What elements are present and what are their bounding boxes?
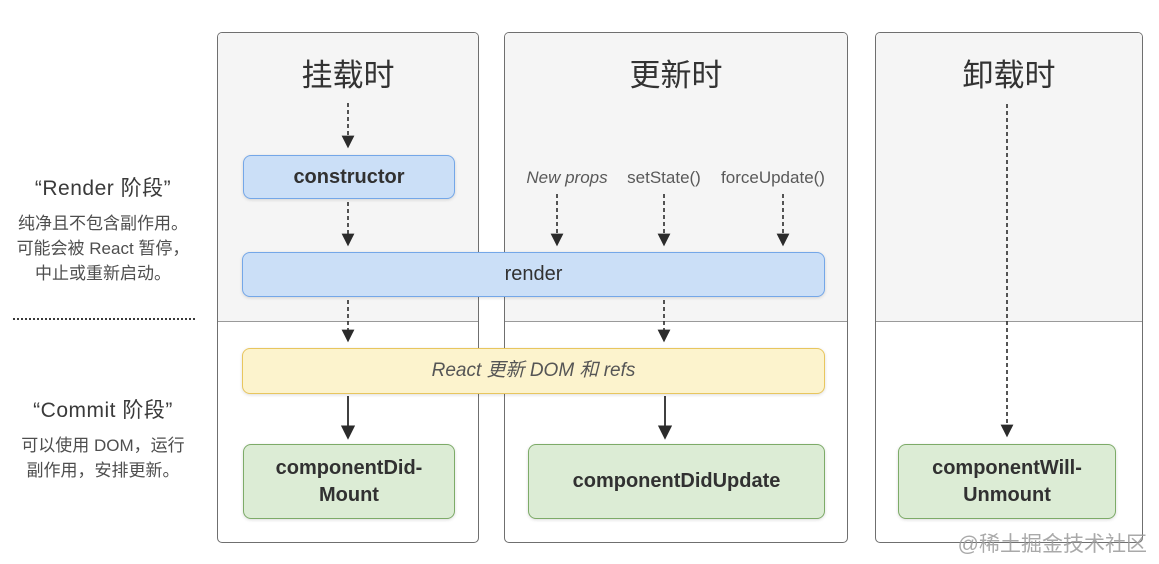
commit-phase-note: “Commit 阶段” 可以使用 DOM，运行 副作用，安排更新。 bbox=[0, 394, 206, 483]
trigger-setstate-label: setState() bbox=[627, 168, 701, 187]
component-will-unmount-label-line2: Unmount bbox=[963, 483, 1051, 506]
render-phase-description: 纯净且不包含副作用。 可能会被 React 暂停， 中止或重新启动。 bbox=[0, 211, 206, 286]
panel-unmounting: 卸载时 bbox=[875, 32, 1143, 543]
panel-updating-title: 更新时 bbox=[629, 58, 723, 93]
render-phase-title: “Render 阶段” bbox=[34, 177, 172, 200]
trigger-forceupdate-label: forceUpdate() bbox=[721, 168, 825, 187]
constructor-label: constructor bbox=[293, 165, 405, 188]
component-will-unmount-box: componentWill- Unmount bbox=[898, 444, 1116, 519]
render-phase-note: “Render 阶段” 纯净且不包含副作用。 可能会被 React 暂停， 中止… bbox=[0, 172, 206, 286]
panel-mounting-title: 挂载时 bbox=[301, 58, 395, 93]
commit-phase-description: 可以使用 DOM，运行 副作用，安排更新。 bbox=[0, 433, 206, 483]
juejin-watermark: @稀土掘金技术社区 bbox=[957, 533, 1147, 556]
react-updates-dom-label: React 更新 DOM 和 refs bbox=[431, 360, 636, 382]
constructor-box: constructor bbox=[243, 155, 455, 199]
render-phase-desc-line1: 纯净且不包含副作用。 bbox=[18, 214, 188, 233]
render-box: render bbox=[242, 252, 825, 297]
component-did-mount-label-line2: Mount bbox=[319, 483, 379, 506]
panel-unmounting-render-phase-area: 卸载时 bbox=[876, 33, 1142, 322]
phase-divider-dotted-line bbox=[13, 318, 195, 320]
component-did-update-box: componentDidUpdate bbox=[528, 444, 825, 519]
component-did-update-label: componentDidUpdate bbox=[572, 470, 781, 493]
commit-phase-desc-line2: 副作用，安排更新。 bbox=[26, 461, 180, 480]
react-updates-dom-box: React 更新 DOM 和 refs bbox=[242, 348, 825, 394]
render-phase-desc-line3: 中止或重新启动。 bbox=[35, 264, 171, 283]
trigger-new-props-label: New props bbox=[526, 168, 608, 187]
panel-unmounting-title: 卸载时 bbox=[962, 58, 1056, 93]
component-did-mount-box: componentDid- Mount bbox=[243, 444, 455, 519]
render-phase-desc-line2: 可能会被 React 暂停， bbox=[16, 239, 190, 258]
commit-phase-desc-line1: 可以使用 DOM，运行 bbox=[21, 436, 185, 455]
component-did-mount-label-line1: componentDid- bbox=[275, 456, 423, 479]
component-will-unmount-label-line1: componentWill- bbox=[932, 456, 1082, 479]
render-label: render bbox=[504, 263, 563, 286]
commit-phase-title: “Commit 阶段” bbox=[33, 399, 173, 422]
